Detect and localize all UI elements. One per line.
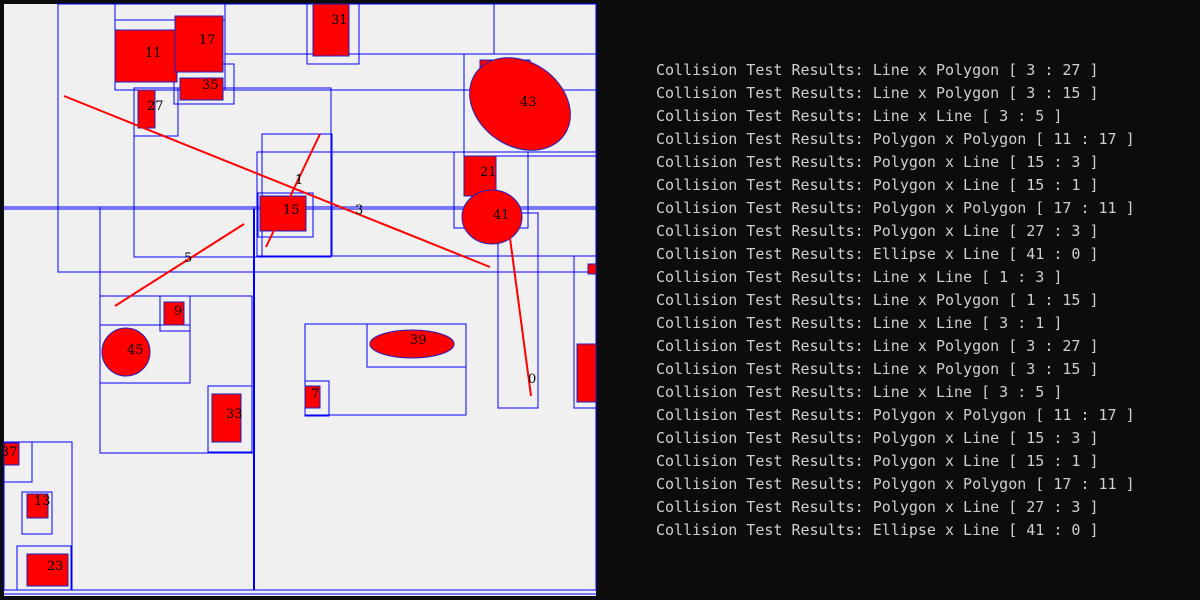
- label-0: 0: [528, 372, 536, 387]
- quad-node: [133, 87, 332, 258]
- line-0[interactable]: [509, 237, 532, 397]
- polygon-35[interactable]: [179, 77, 224, 101]
- polygon-13[interactable]: [26, 493, 49, 519]
- polygon-31[interactable]: [312, 3, 350, 57]
- label-31: 31: [331, 13, 348, 28]
- polygon-33[interactable]: [211, 393, 242, 443]
- label-37: 37: [1, 445, 18, 460]
- log-line: Collision Test Results: Polygon x Polygo…: [656, 199, 1135, 217]
- polygon-9[interactable]: [163, 301, 185, 326]
- polygon-17[interactable]: [174, 15, 224, 73]
- log-line: Collision Test Results: Line x Line [ 3 …: [656, 107, 1063, 125]
- log-line: Collision Test Results: Polygon x Line […: [656, 452, 1099, 470]
- log-line: Collision Test Results: Polygon x Polygo…: [656, 406, 1135, 424]
- log-line: Collision Test Results: Polygon x Line […: [656, 498, 1099, 516]
- label-7: 7: [311, 387, 319, 402]
- label-41: 41: [493, 208, 510, 223]
- label-35: 35: [202, 78, 219, 93]
- scene-svg: 11 17 31 35 27 43 21 41 15 1 3 5 9 45 39…: [1, 3, 597, 596]
- label-3: 3: [355, 203, 363, 218]
- collision-canvas[interactable]: 11 17 31 35 27 43 21 41 15 1 3 5 9 45 39…: [0, 0, 600, 600]
- polygon-edge-right[interactable]: [576, 343, 597, 403]
- label-23: 23: [47, 559, 64, 574]
- quad-node: [159, 295, 191, 332]
- quad-node: [463, 53, 597, 157]
- label-11: 11: [145, 46, 162, 61]
- line-segments: [63, 95, 532, 397]
- quad-node: [257, 192, 314, 238]
- ellipse-43[interactable]: [452, 39, 589, 170]
- collision-log: Collision Test Results: Line x Polygon […: [656, 59, 1186, 542]
- log-line: Collision Test Results: Polygon x Line […: [656, 222, 1099, 240]
- log-line: Collision Test Results: Line x Polygon […: [656, 291, 1099, 309]
- label-1: 1: [295, 173, 303, 188]
- ellipse-41[interactable]: [461, 189, 523, 245]
- polygon-27[interactable]: [137, 89, 156, 129]
- log-line: Collision Test Results: Line x Line [ 3 …: [656, 314, 1063, 332]
- line-1[interactable]: [265, 133, 321, 248]
- log-line: Collision Test Results: Line x Polygon […: [656, 61, 1099, 79]
- log-line: Collision Test Results: Line x Line [ 3 …: [656, 383, 1063, 401]
- line-5[interactable]: [114, 223, 245, 307]
- log-line: Collision Test Results: Ellipse x Line […: [656, 245, 1099, 263]
- quad-node: [99, 324, 191, 384]
- log-line: Collision Test Results: Polygon x Line […: [656, 429, 1099, 447]
- quad-node: [573, 255, 597, 409]
- label-43: 43: [520, 95, 537, 110]
- log-line: Collision Test Results: Polygon x Line […: [656, 153, 1099, 171]
- polygon-edge-small[interactable]: [587, 263, 597, 275]
- log-line: Collision Test Results: Polygon x Polygo…: [656, 475, 1135, 493]
- log-line: Collision Test Results: Line x Polygon […: [656, 84, 1099, 102]
- log-line: Collision Test Results: Polygon x Polygo…: [656, 130, 1135, 148]
- log-line: Collision Test Results: Polygon x Line […: [656, 176, 1099, 194]
- shape-labels: 11 17 31 35 27 43 21 41 15 1 3 5 9 45 39…: [1, 13, 537, 574]
- log-line: Collision Test Results: Line x Polygon […: [656, 337, 1099, 355]
- label-33: 33: [226, 407, 243, 422]
- quad-node: [21, 491, 53, 535]
- ellipse-39[interactable]: [369, 329, 455, 359]
- label-5: 5: [184, 251, 192, 266]
- label-21: 21: [480, 165, 497, 180]
- quad-node: [366, 323, 467, 368]
- polygon-37[interactable]: [3, 442, 20, 466]
- label-15: 15: [283, 203, 300, 218]
- log-line: Collision Test Results: Line x Line [ 1 …: [656, 268, 1063, 286]
- polygon-23[interactable]: [26, 553, 69, 587]
- quad-node: [207, 385, 253, 453]
- label-45: 45: [127, 343, 144, 358]
- line-3[interactable]: [63, 95, 491, 268]
- polygon-11[interactable]: [114, 29, 178, 83]
- label-13: 13: [34, 494, 51, 509]
- ellipse-shapes: [101, 39, 589, 377]
- label-39: 39: [410, 333, 427, 348]
- quad-node: [133, 87, 179, 137]
- label-27: 27: [147, 99, 164, 114]
- label-17: 17: [199, 33, 216, 48]
- ellipse-45[interactable]: [101, 327, 151, 377]
- polygon-7[interactable]: [304, 385, 321, 409]
- polygon-21[interactable]: [463, 155, 497, 197]
- log-line: Collision Test Results: Ellipse x Line […: [656, 521, 1099, 539]
- label-9: 9: [174, 304, 182, 319]
- quad-node: [256, 151, 597, 257]
- log-line: Collision Test Results: Line x Polygon […: [656, 360, 1099, 378]
